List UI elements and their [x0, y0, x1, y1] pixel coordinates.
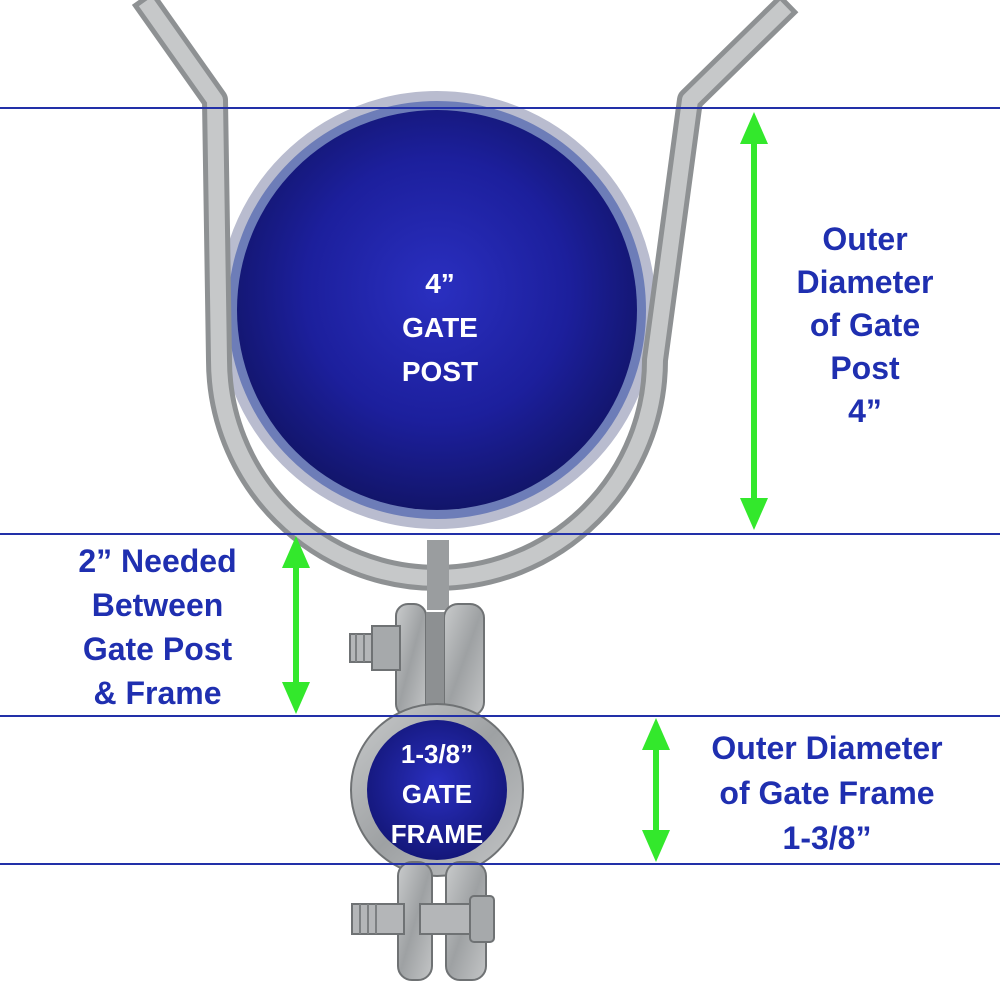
gate-post-pipe [218, 91, 656, 529]
gate-frame-pipe [350, 703, 524, 877]
frame-label-frame: FRAME [390, 819, 484, 849]
post-label: 4” GATE POST [365, 262, 515, 394]
post-dimension-line5: 4” [848, 393, 882, 429]
post-label-post: POST [401, 356, 479, 387]
frame-dimension-line1: Outer Diameter [711, 730, 943, 766]
frame-diameter-arrow [642, 718, 670, 862]
post-label-gate: GATE [402, 312, 478, 343]
frame-label-gate: GATE [401, 779, 473, 809]
gap-dimension-label: 2” Needed Between Gate Post & Frame [40, 539, 275, 715]
upper-hinge-plates [395, 603, 485, 717]
post-dimension-line2: Diameter [796, 264, 934, 300]
hinge-stem [427, 540, 449, 610]
post-dimension-line4: Post [830, 350, 900, 386]
nut-icon [351, 895, 495, 943]
gap-dimension-line1: 2” Needed [78, 543, 237, 579]
gap-dimension-line4: & Frame [93, 675, 222, 711]
frame-label: 1-3/8” GATE FRAME [372, 734, 502, 854]
post-label-size: 4” [425, 268, 455, 299]
frame-dimension-label: Outer Diameter of Gate Frame 1-3/8” [672, 726, 982, 861]
post-diameter-arrow [740, 112, 768, 530]
gap-dimension-line3: Gate Post [82, 631, 233, 667]
post-dimension-line3: of Gate [809, 307, 921, 343]
post-dimension-line1: Outer [822, 221, 908, 257]
frame-dimension-line3: 1-3/8” [782, 820, 872, 856]
bolt-icon [349, 625, 401, 671]
post-dimension-label: Outer Diameter of Gate Post 4” [770, 218, 960, 433]
gap-arrow [282, 536, 310, 714]
frame-label-size: 1-3/8” [400, 739, 474, 769]
frame-dimension-line2: of Gate Frame [719, 775, 935, 811]
gap-dimension-line2: Between [91, 587, 224, 623]
